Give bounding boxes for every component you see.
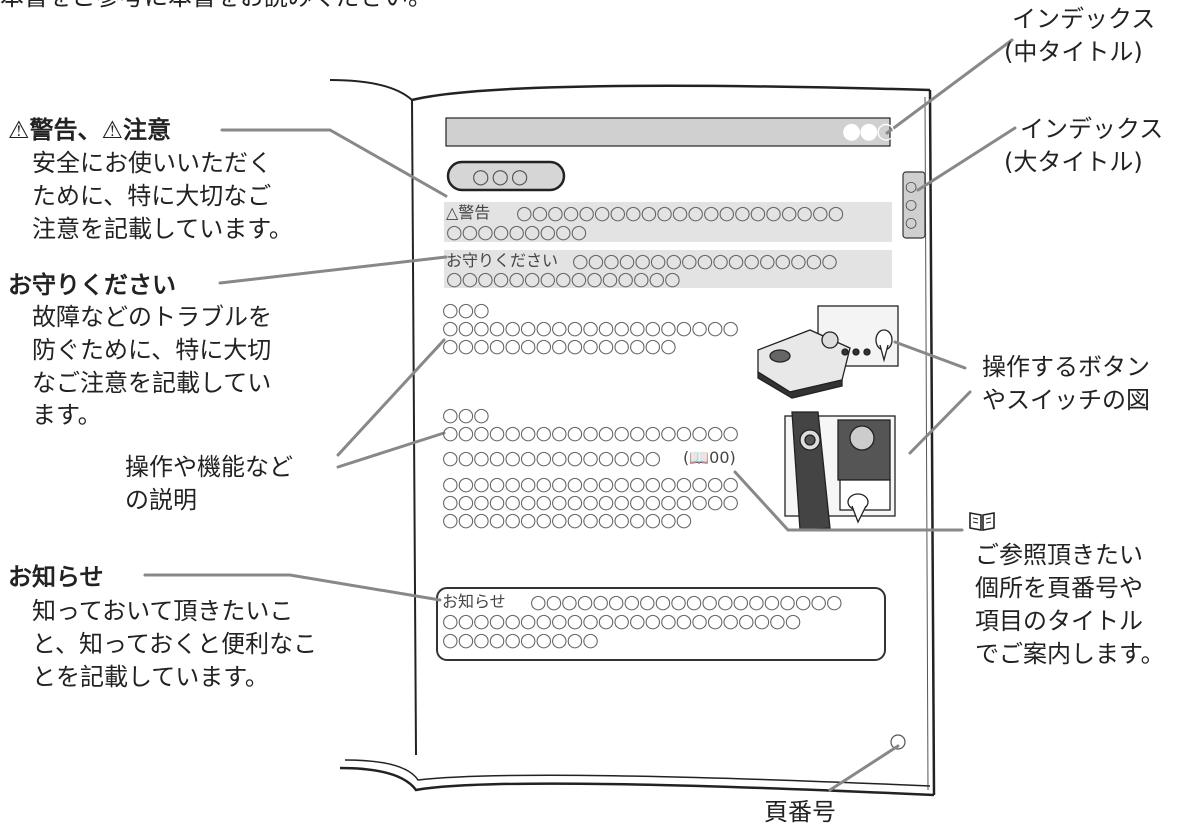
caution-box-placeholder: ○○○○○○○○○○○○○○○○○ bbox=[572, 250, 838, 272]
caution-desc-line: 故障などのトラブルを bbox=[32, 303, 272, 331]
section-tab-label: ○○○ bbox=[472, 164, 531, 188]
leader-index-mid bbox=[885, 38, 1014, 135]
block2-text: ○○○○○○○○○○○○○○○○○○○ bbox=[442, 491, 739, 513]
warning-box-bg bbox=[444, 202, 892, 242]
warning-desc-line: 安全にお使いいただく bbox=[32, 149, 272, 177]
page-reference: (📖00) bbox=[683, 448, 736, 467]
caution-desc-line: なご注意を記載してい bbox=[32, 369, 272, 397]
block2-text: ○○○○○○○○○○○○○○ bbox=[442, 447, 661, 469]
leader-notice bbox=[143, 573, 442, 602]
caution-box-label: お守りください bbox=[446, 251, 559, 270]
book-spine bbox=[411, 99, 417, 756]
section-tab-shape bbox=[446, 160, 566, 192]
caution-desc-line: ます。 bbox=[32, 401, 102, 429]
block1-text: ○○○○○○○○○○○○○○○ bbox=[442, 335, 677, 357]
notice-heading: お知らせ bbox=[8, 563, 104, 591]
caution-heading: お守りください bbox=[8, 271, 176, 299]
notice-desc-line: とを記載しています。 bbox=[32, 663, 269, 691]
index-mid-label-line: (中タイトル) bbox=[1004, 38, 1143, 66]
projector-illustration bbox=[757, 305, 899, 399]
block1-title: ○○○ bbox=[442, 299, 490, 321]
leader-operation-1 bbox=[336, 338, 446, 457]
button-figure-label-line: 操作するボタン bbox=[982, 353, 1150, 381]
header-circles: ●●○ bbox=[842, 119, 896, 144]
warning-desc-line: 注意を記載しています。 bbox=[32, 215, 293, 243]
notice-box-placeholder: ○○○○○○○○○○ bbox=[442, 629, 599, 651]
reference-label-line: 個所を頁番号や bbox=[975, 574, 1143, 602]
page-number-label: 頁番号 bbox=[764, 798, 836, 826]
page-header-bar bbox=[445, 117, 891, 147]
book-top-edge bbox=[411, 84, 931, 102]
remote-control-illustration bbox=[784, 411, 896, 531]
warning-box-placeholder: ○○○○○○○○○ bbox=[446, 221, 587, 243]
warning-heading: ⚠警告、⚠注意 bbox=[8, 116, 172, 144]
index-mid-label-line: インデックス bbox=[1012, 5, 1156, 33]
book-right-edge bbox=[928, 89, 936, 796]
page-number-circle bbox=[890, 734, 906, 750]
notice-desc-line: 知っておいて頂きたいこ bbox=[32, 597, 294, 625]
warning-desc-line: ために、特に大切なご bbox=[32, 182, 272, 210]
block2-text: ○○○○○○○○○○○○○○○○ bbox=[442, 509, 692, 531]
block1-text: ○○○○○○○○○○○○○○○○○○○ bbox=[442, 317, 739, 339]
index-tab-circle: ○ bbox=[905, 197, 918, 213]
leader-page-number bbox=[828, 744, 900, 792]
notice-box-placeholder: ○○○○○○○○○○○○○○○○○○○○○○○ bbox=[442, 610, 801, 632]
leader-lines bbox=[143, 38, 1017, 792]
block2-text: ○○○○○○○○○○○○○○○○○○○ bbox=[442, 473, 739, 495]
caution-desc-line: 防ぐために、特に大切 bbox=[32, 336, 272, 364]
warning-box-placeholder: ○○○○○○○○○○○○○○○○○○○○○ bbox=[516, 202, 844, 224]
leader-button-2 bbox=[908, 390, 972, 455]
reference-label-line: 項目のタイトル bbox=[975, 607, 1143, 635]
top-caption: 本書をご参考に本書をお読みください。 bbox=[0, 0, 432, 14]
leader-operation-2 bbox=[336, 431, 446, 469]
block2-text: ○○○○○○○○○○○○○○○○○○○ bbox=[442, 422, 739, 444]
leader-index-big bbox=[916, 126, 1017, 192]
notice-box-label: お知らせ bbox=[442, 592, 506, 611]
warning-box-label: △警告 bbox=[446, 203, 491, 222]
button-figure-label-line: やスイッチの図 bbox=[982, 386, 1150, 414]
block2-title: ○○○ bbox=[442, 404, 490, 426]
leader-caution bbox=[218, 255, 448, 285]
leader-warning bbox=[220, 128, 448, 198]
leader-reference bbox=[733, 470, 964, 532]
index-tab-circle: ○ bbox=[905, 215, 918, 231]
notice-desc-line: と、知っておくと便利なこ bbox=[32, 630, 318, 658]
book-icon bbox=[968, 510, 996, 536]
book-bottom-edge bbox=[339, 766, 935, 797]
reference-label-line: ご参照頂きたい bbox=[975, 541, 1143, 569]
index-big-label-line: インデックス bbox=[1020, 115, 1164, 143]
reference-label-line: でご案内します。 bbox=[975, 640, 1165, 668]
operation-desc-line: 操作や機能など bbox=[125, 453, 293, 481]
book-bottom-edge-inner bbox=[344, 759, 931, 787]
caution-box-placeholder: ○○○○○○○○○○○○○○○ bbox=[446, 268, 681, 290]
index-tab-circle: ○ bbox=[905, 179, 918, 195]
notice-box-border bbox=[436, 587, 886, 661]
operation-desc-line: の説明 bbox=[125, 486, 197, 514]
caution-box-bg bbox=[444, 250, 892, 288]
leader-button-1 bbox=[893, 340, 967, 370]
notice-box-placeholder: ○○○○○○○○○○○○○○○○○○○○ bbox=[530, 591, 843, 613]
book-top-left-curve bbox=[329, 79, 413, 101]
index-big-label-line: (大タイトル) bbox=[1004, 148, 1143, 176]
